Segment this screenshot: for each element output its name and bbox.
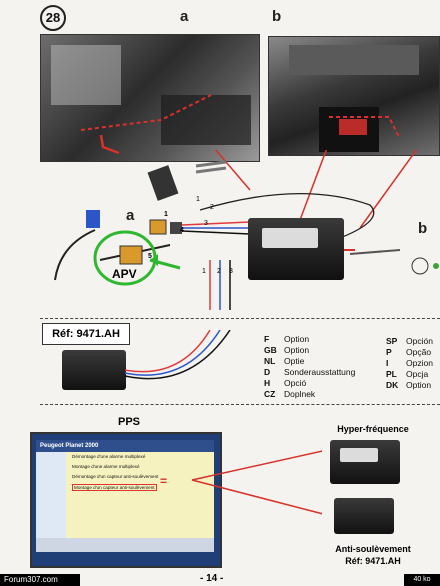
panel-label-a: a <box>180 8 189 25</box>
equals-sign: = <box>160 474 168 488</box>
diagram-label-a: a <box>126 207 135 224</box>
panel-label-b: b <box>272 8 282 25</box>
hyper-frequency-module <box>330 440 400 484</box>
anti-lift-label: Anti-soulèvement <box>335 544 411 554</box>
wire-bottom-label-2: 2 <box>217 268 221 275</box>
pin-label-1: 1 <box>164 211 168 218</box>
pps-menu-item[interactable]: Démontage d'une alarme multiplexé <box>72 454 146 459</box>
reference-box: Réf: 9471.AH <box>42 323 130 345</box>
anti-lift-module <box>334 498 394 534</box>
photo-center-console-b <box>268 36 440 156</box>
pps-menu-item[interactable]: Montage d'une alarme multiplexé <box>72 464 140 469</box>
wire-label-2: 2 <box>210 204 214 211</box>
photo-a-overlay <box>51 45 251 155</box>
wire-label-1: 1 <box>196 196 200 203</box>
wire-bottom-label-1: 1 <box>202 268 206 275</box>
photo-dashboard-a <box>40 34 260 162</box>
wiring-diagram <box>54 150 439 310</box>
sensor-module <box>62 350 126 390</box>
pin-label-4: 4 <box>180 227 184 234</box>
wire-label-3: 3 <box>204 220 208 227</box>
pps-screen-content: Peugeot Planet 2000 Démontage d'une alar… <box>36 440 214 552</box>
pps-title: PPS <box>118 416 141 428</box>
site-watermark: Forum307.com <box>0 574 80 586</box>
photo-b-overlay <box>289 45 419 152</box>
pps-screen: Peugeot Planet 2000 Démontage d'une alar… <box>30 432 222 568</box>
anti-lift-ref: Réf: 9471.AH <box>345 556 401 566</box>
step-number-badge: 28 <box>40 5 66 31</box>
page-number: - 14 - <box>200 573 224 584</box>
hyper-frequency-label: Hyper-fréquence <box>337 424 409 434</box>
diagram-label-b: b <box>418 220 428 237</box>
dashed-separator-bottom <box>40 404 440 405</box>
sensor-wires <box>124 330 231 380</box>
pin-label-5: 5 <box>148 253 152 260</box>
dashed-separator-top <box>40 318 440 319</box>
pps-sidebar <box>36 452 66 552</box>
pps-screen-title: Peugeot Planet 2000 <box>36 440 214 452</box>
apv-label: APV <box>112 267 137 281</box>
alarm-module <box>248 218 344 280</box>
pps-menu-item-selected[interactable]: Montage d'un capteur anti-soulèvement <box>72 484 157 491</box>
file-size-badge: 40 ko <box>404 574 440 586</box>
pps-arrows <box>191 450 322 515</box>
pps-toolbar <box>36 538 214 552</box>
wire-bottom-label-3: 3 <box>229 268 233 275</box>
pps-menu-item[interactable]: Démontage d'un capteur anti-soulèvement <box>72 474 159 479</box>
